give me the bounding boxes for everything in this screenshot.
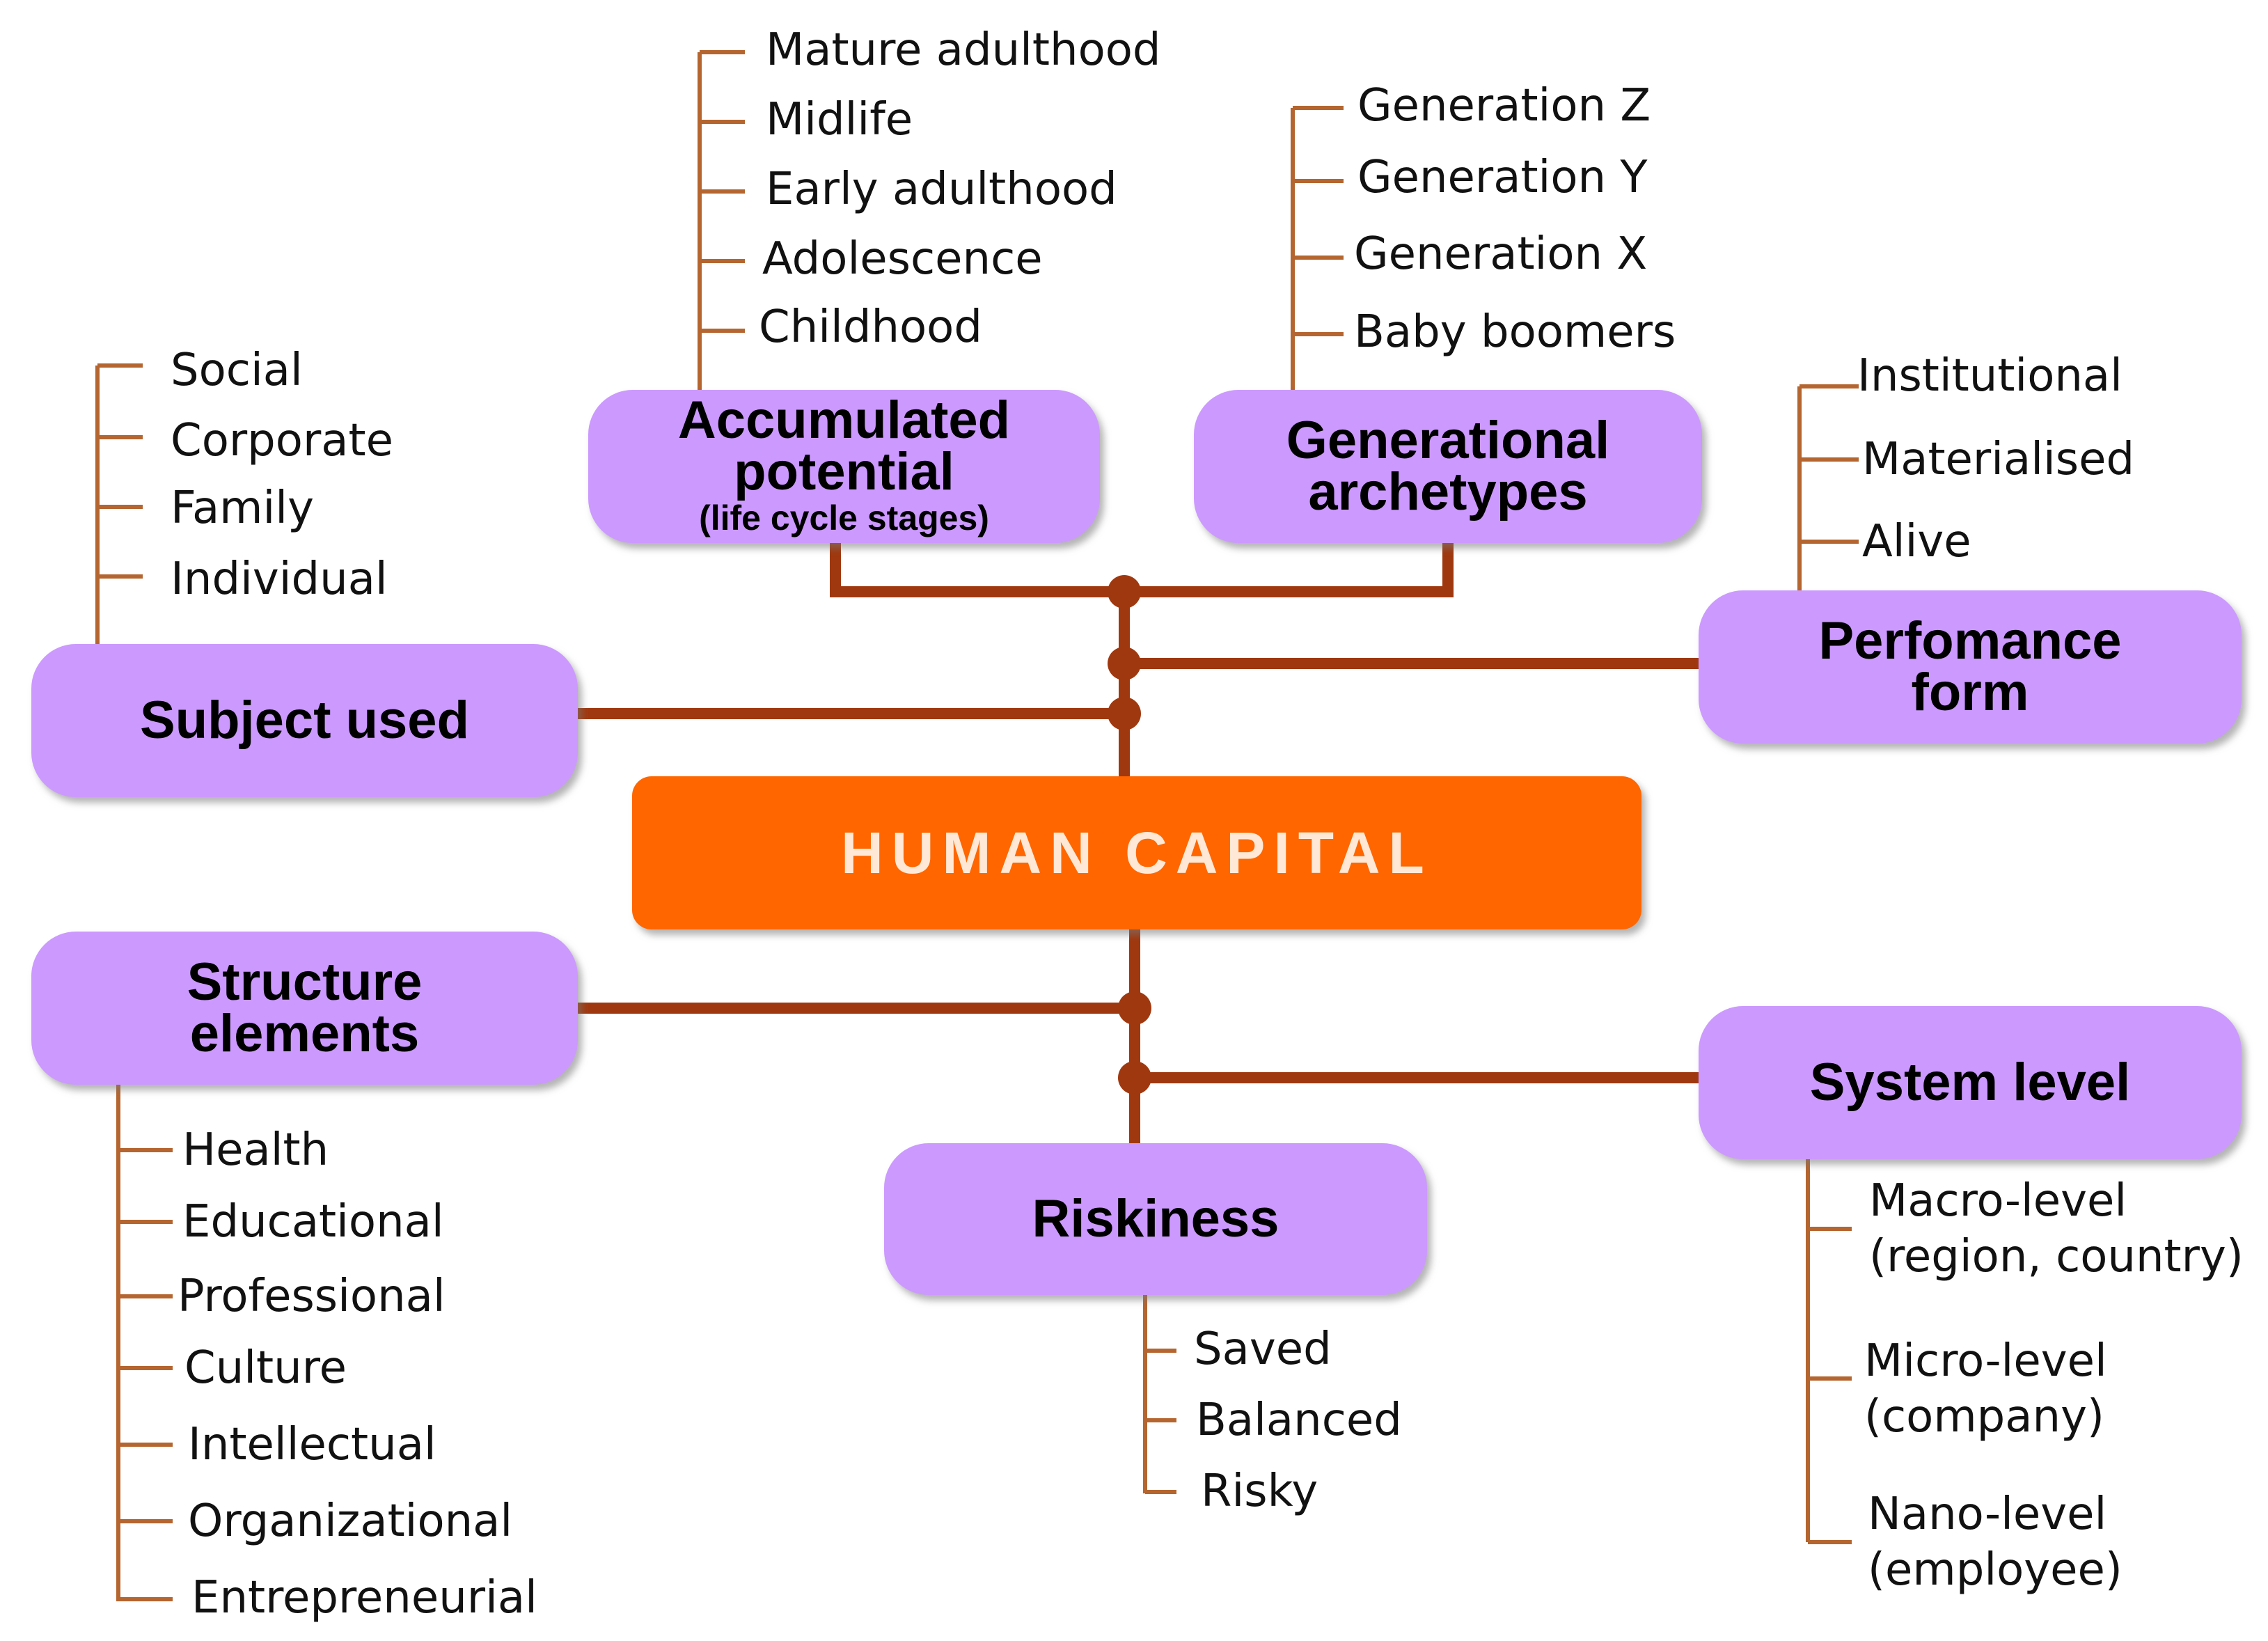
junction-dot — [1108, 575, 1141, 608]
accumulated-potential-node: Accumulated potential (life cycle stages… — [588, 390, 1100, 543]
list-item: Nano-level — [1868, 1489, 2107, 1540]
accumulated-potential-title-line2: potential — [734, 442, 954, 501]
list-item: (region, country) — [1869, 1231, 2244, 1282]
list-item: Macro-level — [1869, 1175, 2127, 1227]
list-item: (employee) — [1868, 1544, 2123, 1596]
accumulated-potential-title-line1: Accumulated — [677, 391, 1011, 450]
system-level-node: System level — [1699, 1006, 2242, 1159]
list-item: Generation Z — [1357, 80, 1651, 132]
generational-archetypes-node: Generational archetypes — [1194, 390, 1702, 543]
list-item: Corporate — [171, 415, 393, 466]
list-item: Midlife — [766, 94, 913, 146]
list-item: Culture — [184, 1342, 347, 1394]
structure-elements-title-line2: elements — [189, 1004, 420, 1063]
list-item: Saved — [1194, 1324, 1332, 1375]
riskiness-node: Riskiness — [884, 1143, 1427, 1295]
list-item: Generation X — [1354, 228, 1648, 280]
list-item: (company) — [1864, 1391, 2104, 1443]
list-item: Generation Y — [1357, 152, 1648, 203]
list-item: Materialised — [1862, 434, 2135, 485]
list-item: Entrepreneurial — [191, 1572, 537, 1624]
list-item: Organizational — [188, 1495, 513, 1547]
riskiness-title: Riskiness — [1032, 1189, 1279, 1248]
list-item: Balanced — [1196, 1395, 1402, 1446]
generational-archetypes-title-line2: archetypes — [1308, 462, 1588, 521]
list-item: Professional — [178, 1271, 446, 1322]
list-item: Adolescence — [762, 233, 1043, 285]
list-item: Alive — [1862, 516, 1971, 567]
junction-dot — [1118, 1061, 1151, 1094]
list-item: Childhood — [759, 301, 982, 353]
junction-dot — [1108, 697, 1141, 730]
list-item: Social — [171, 345, 303, 396]
list-item: Mature adulthood — [766, 24, 1161, 76]
list-item: Baby boomers — [1354, 306, 1676, 358]
structure-elements-node: Structure elements — [31, 932, 578, 1085]
list-item: Health — [182, 1124, 329, 1176]
list-item: Intellectual — [188, 1419, 436, 1470]
list-item: Micro-level — [1864, 1335, 2107, 1387]
list-item: Institutional — [1857, 350, 2123, 402]
list-item: Family — [171, 482, 314, 534]
list-item: Individual — [171, 553, 388, 605]
structure-elements-title-line1: Structure — [187, 952, 423, 1012]
junction-dot — [1118, 991, 1151, 1025]
trunk-accumulated — [830, 543, 1454, 597]
accumulated-potential-subtitle: (life cycle stages) — [699, 498, 989, 537]
list-item: Early adulthood — [766, 164, 1117, 215]
list-item: Educational — [182, 1196, 444, 1248]
system-level-title: System level — [1809, 1053, 2131, 1112]
performance-form-title-line1: Perfomance — [1818, 611, 2122, 670]
human-capital-center-node: HUMAN CAPITAL — [632, 776, 1641, 929]
junction-dot — [1108, 647, 1141, 680]
generational-archetypes-title-line1: Generational — [1286, 411, 1610, 470]
subject-used-node: Subject used — [31, 644, 578, 797]
list-item: Risky — [1201, 1466, 1318, 1517]
performance-form-node: Perfomance form — [1699, 590, 2242, 744]
subject-used-title: Subject used — [140, 691, 469, 750]
performance-form-title-line2: form — [1911, 663, 2029, 722]
human-capital-label: HUMAN CAPITAL — [841, 819, 1433, 886]
